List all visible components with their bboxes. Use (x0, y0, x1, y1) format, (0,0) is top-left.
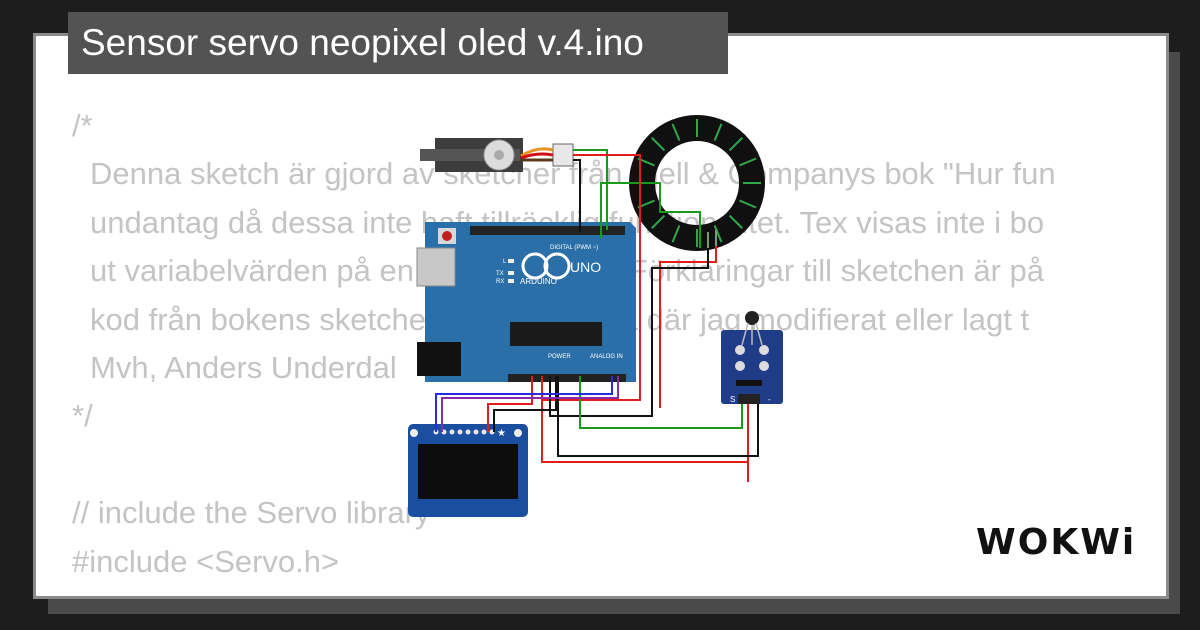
digital-header (470, 226, 625, 235)
wire-purple-oled-clk (441, 376, 619, 432)
wire-black-sensor-gnd (557, 376, 759, 457)
ring-led (651, 137, 666, 152)
arduino-logo-left (521, 252, 549, 280)
board-model: UNO (570, 259, 601, 275)
sensor-chip (736, 380, 762, 386)
ring-led (739, 157, 757, 167)
oled-pin[interactable] (449, 429, 455, 435)
sensor-pad (759, 361, 769, 371)
wire-red-oled (487, 376, 533, 432)
oled-mount-hole (514, 429, 522, 437)
wokwi-logo-text: WOKWi (976, 522, 1137, 563)
oled-display[interactable]: ★ (408, 424, 528, 517)
code-line: Denna sketch är gjord av sketcher från K… (90, 156, 1056, 192)
wokwi-logo[interactable]: WOKWi (976, 522, 1151, 582)
sensor-lead (741, 322, 749, 346)
servo-motor[interactable] (420, 138, 574, 172)
oled-mount-hole (410, 429, 418, 437)
sensor-pin-minus: - (768, 395, 771, 404)
sensor-header (738, 394, 760, 404)
atmega-chip (510, 322, 602, 346)
reset-button-cap (442, 231, 452, 241)
oled-pin[interactable] (457, 429, 463, 435)
code-line: */ (72, 398, 93, 434)
led-l (508, 259, 514, 263)
code-line: Mvh, Anders Underdal (90, 349, 397, 385)
led-rx (508, 279, 514, 283)
sensor-thermistor (745, 311, 759, 325)
star-icon: ★ (497, 428, 506, 439)
wire-green-servo (573, 149, 608, 230)
ring-led (728, 214, 743, 229)
wire-green-ring (600, 182, 701, 248)
power-label: POWER (548, 354, 571, 360)
usb-port (416, 247, 456, 287)
wires (435, 149, 759, 482)
servo-wire-red (520, 152, 554, 160)
ring-led (713, 225, 723, 243)
led-l-label: L (503, 259, 507, 265)
oled-pin[interactable] (481, 429, 487, 435)
sensor-pin-s: S (730, 395, 735, 404)
board-brand: ARDUINO (520, 277, 557, 286)
analog-label: ANALOG IN (590, 354, 623, 360)
ring-led (671, 225, 681, 243)
led-tx (508, 271, 514, 275)
wire-red-ring-power (659, 246, 717, 408)
servo-wire-orange (520, 147, 554, 158)
power-jack (417, 342, 461, 376)
arduino-logo-right (543, 252, 571, 280)
sensor-pad (735, 345, 745, 355)
ring-leds (633, 119, 761, 247)
wire-blue-oled-data (435, 376, 613, 432)
ring-led (728, 137, 743, 152)
ring-led (739, 199, 757, 209)
oled-pin[interactable] (473, 429, 479, 435)
power-analog-header (508, 374, 626, 382)
wire-black-servo-gnd (573, 159, 581, 232)
code-line: /* (72, 108, 93, 143)
sensor-lead (755, 322, 763, 346)
code-line: #include <Servo.h> (72, 543, 340, 579)
oled-pin[interactable] (465, 429, 471, 435)
digital-label: DIGITAL (PWM ~) (550, 245, 598, 251)
code-line: // include the Servo library (72, 495, 431, 531)
wire-green-sensor (579, 376, 743, 429)
oled-screen (418, 444, 518, 499)
temperature-sensor-module[interactable]: S - (721, 311, 783, 404)
servo-connector (552, 143, 574, 167)
project-title[interactable]: Sensor servo neopixel oled v.4.ino (68, 12, 728, 74)
ring-led (651, 214, 666, 229)
arduino-uno[interactable]: UNO ARDUINO DIGITAL (PWM ~) POWER ANALOG… (416, 222, 636, 382)
servo-shaft (494, 150, 504, 160)
sensor-pad (735, 361, 745, 371)
led-rx-label: RX (496, 279, 504, 285)
ring-led (671, 123, 681, 141)
ring-led (713, 123, 723, 141)
sensor-pad (759, 345, 769, 355)
led-tx-label: TX (496, 271, 504, 277)
